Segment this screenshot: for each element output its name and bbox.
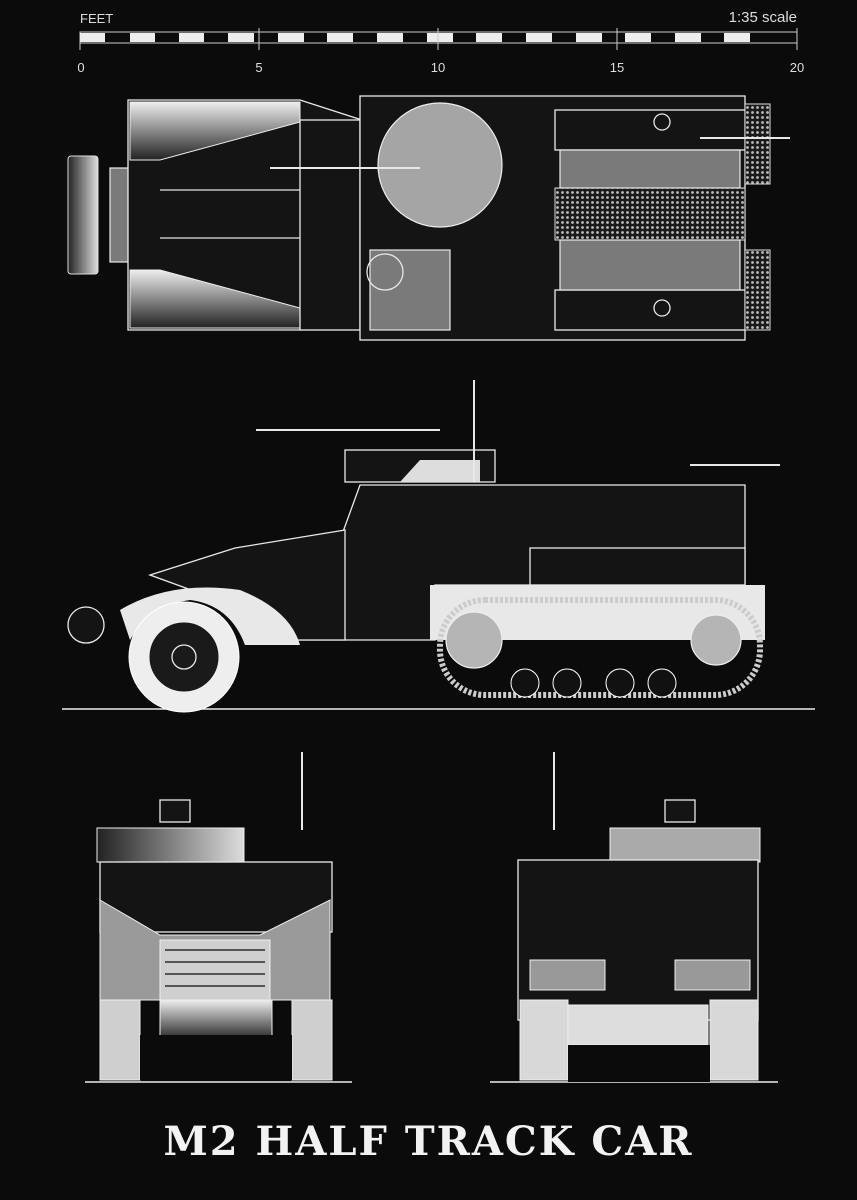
front-view	[85, 752, 352, 1083]
scale-ratio-label: 1:35 scale	[728, 9, 797, 26]
scale-tick-5: 5	[255, 60, 263, 75]
side-view	[62, 380, 815, 713]
drawing-title: M2 HALF TRACK CAR	[163, 1118, 694, 1165]
scale-tick-10: 10	[430, 60, 446, 75]
scale-bar	[79, 28, 798, 50]
top-view	[67, 95, 790, 341]
scale-tick-0: 0	[77, 60, 85, 75]
scale-tick-15: 15	[609, 60, 625, 75]
scale-tick-20: 20	[789, 60, 805, 75]
scale-unit-label: FEET	[80, 11, 114, 26]
rear-view	[490, 752, 778, 1083]
